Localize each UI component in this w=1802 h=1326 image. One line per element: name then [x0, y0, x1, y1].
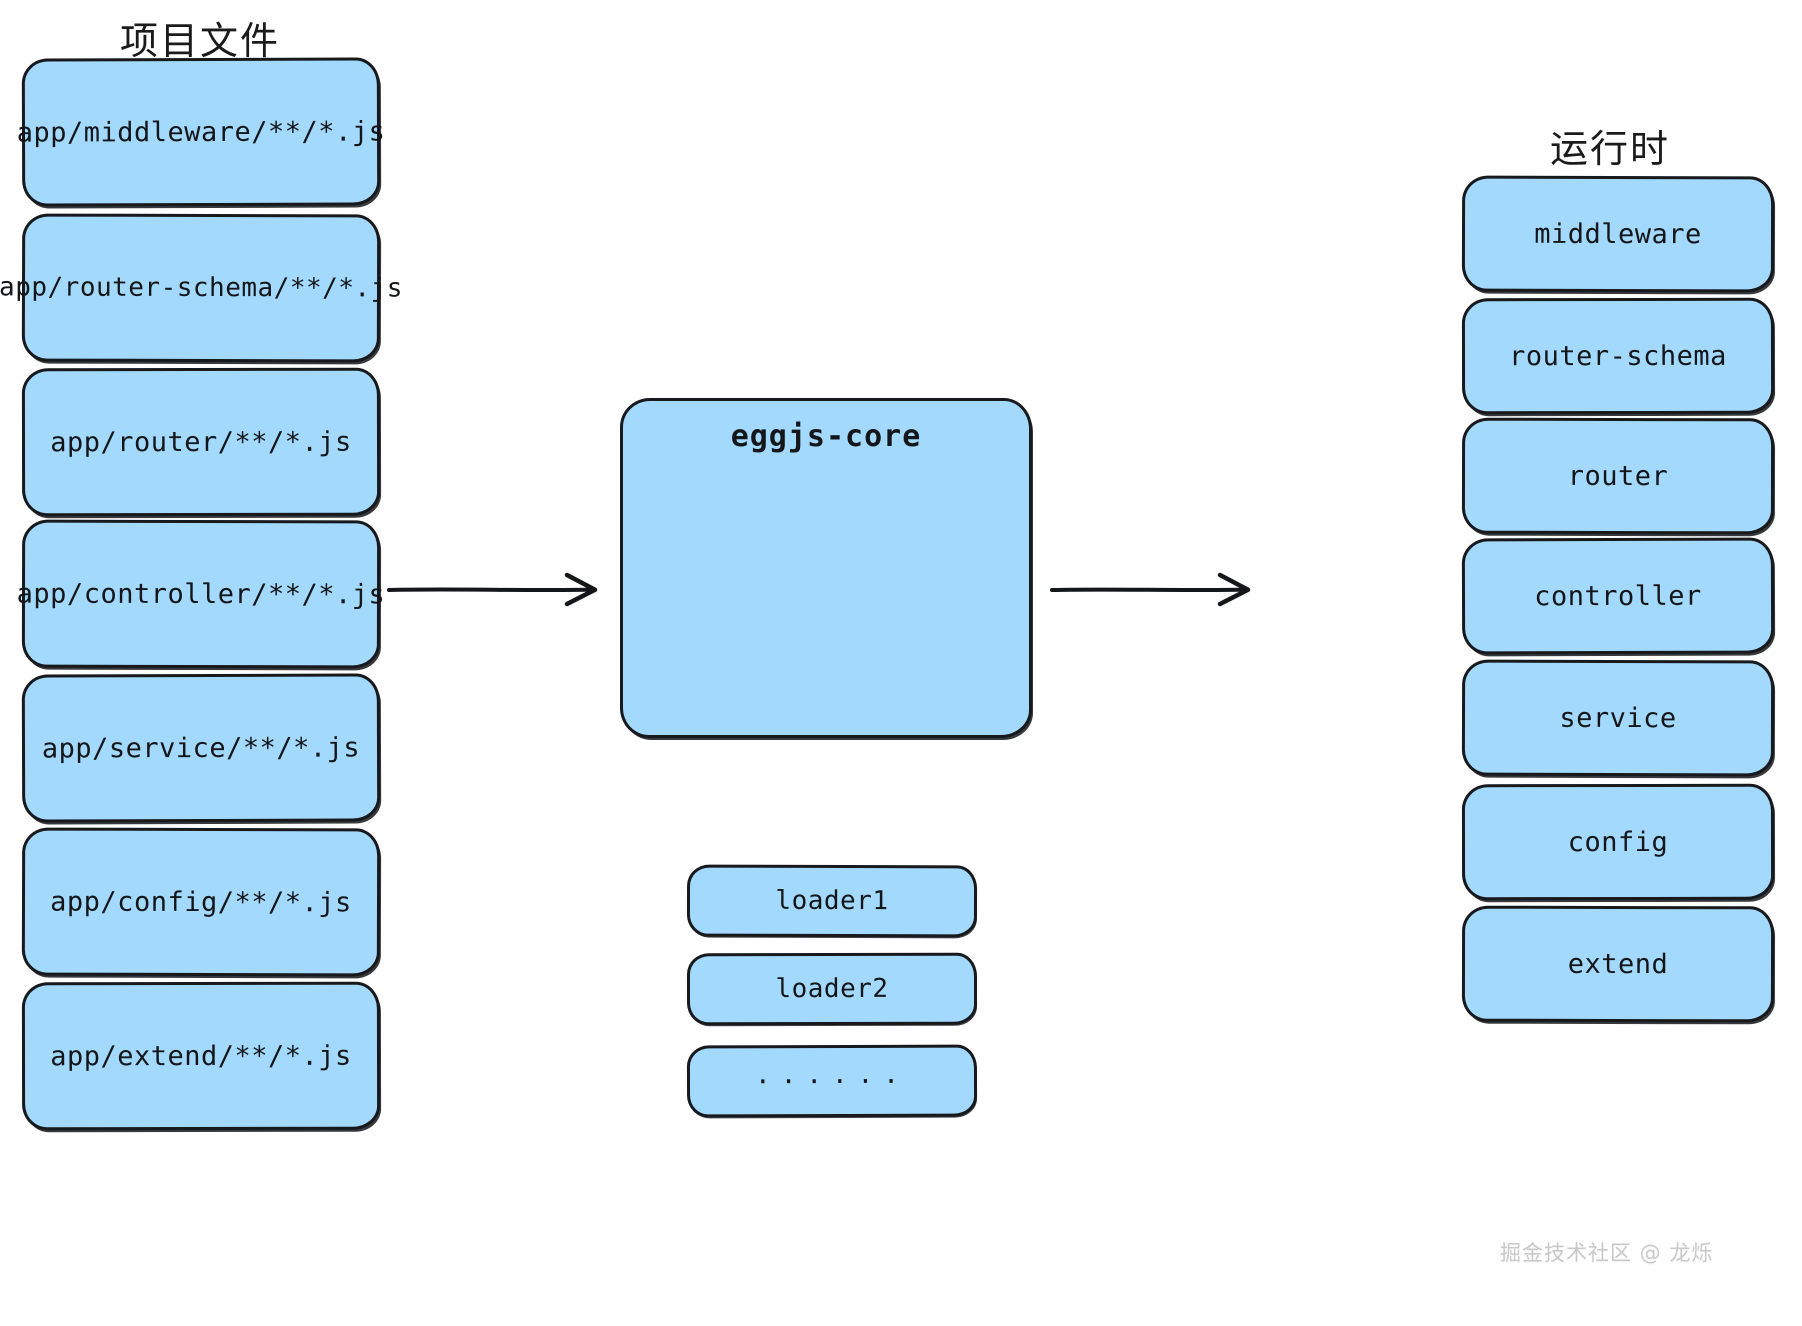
runtime-label: config [1567, 826, 1669, 858]
runtime-label: middleware [1534, 218, 1702, 250]
runtime-label: service [1559, 702, 1677, 734]
project-file-label: app/controller/**/*.js [16, 578, 386, 610]
project-file-label: app/router/**/*.js [50, 426, 352, 458]
runtime-label: controller [1534, 580, 1702, 612]
project-file-box-router[interactable]: app/router/**/*.js [21, 367, 381, 517]
runtime-box-controller[interactable]: controller [1461, 537, 1775, 655]
runtime-box-extend[interactable]: extend [1461, 905, 1775, 1023]
runtime-heading: 运行时 [1549, 127, 1670, 171]
runtime-box-router[interactable]: router [1461, 417, 1775, 535]
eggjs-core-title: eggjs-core [730, 419, 922, 454]
runtime-label: extend [1567, 948, 1669, 980]
project-file-box-router-schema[interactable]: app/router-schema/**/*.js [0, 213, 403, 363]
loader-label: loader1 [775, 885, 889, 917]
project-file-label: app/router-schema/**/*.js [0, 272, 403, 304]
eggjs-core-container[interactable]: eggjs-core loader1 loader2 ...... [620, 398, 1032, 1118]
project-file-label: app/config/**/*.js [50, 886, 352, 918]
loader-box-loader2[interactable]: loader2 [686, 952, 978, 1026]
runtime-box-router-schema[interactable]: router-schema [1461, 297, 1775, 415]
arrow-core-to-runtime [1050, 572, 1251, 607]
runtime-box-middleware[interactable]: middleware [1461, 175, 1775, 293]
loader-box-ellipsis[interactable]: ...... [686, 1044, 978, 1118]
runtime-label: router-schema [1509, 340, 1727, 372]
loader-label: loader2 [775, 973, 889, 1005]
project-file-box-controller[interactable]: app/controller/**/*.js [17, 519, 385, 669]
runtime-box-config[interactable]: config [1461, 783, 1775, 901]
runtime-box-service[interactable]: service [1461, 659, 1775, 777]
project-file-label: app/extend/**/*.js [50, 1040, 352, 1072]
project-file-box-service[interactable]: app/service/**/*.js [21, 673, 381, 823]
watermark: 掘金技术社区 @ 龙烁 [1500, 1241, 1714, 1265]
project-files-heading: 项目文件 [119, 19, 280, 63]
project-file-label: app/service/**/*.js [41, 732, 361, 764]
project-file-box-config[interactable]: app/config/**/*.js [21, 827, 381, 977]
project-file-label: app/middleware/**/*.js [16, 115, 386, 149]
runtime-label: router [1567, 460, 1669, 492]
loader-box-loader1[interactable]: loader1 [686, 864, 978, 938]
project-file-box-middleware[interactable]: app/middleware/**/*.js [17, 57, 385, 207]
arrow-files-to-core [387, 572, 598, 607]
loader-label: ...... [754, 1059, 909, 1091]
project-file-box-extend[interactable]: app/extend/**/*.js [21, 981, 381, 1131]
